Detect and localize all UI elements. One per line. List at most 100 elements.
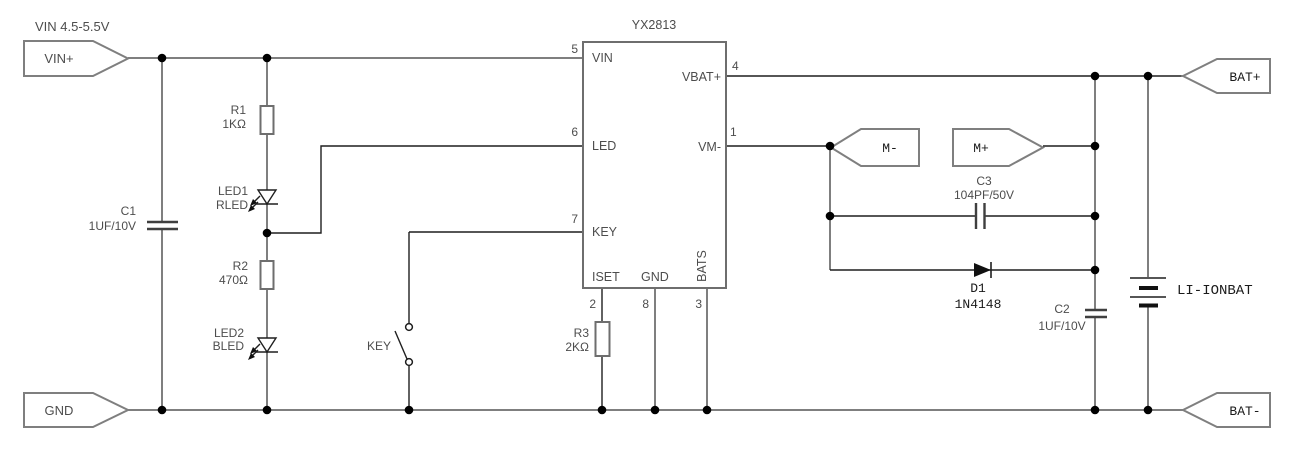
d1-triangle	[974, 263, 991, 277]
r1-ref: R1	[231, 103, 247, 117]
gnd-port-flag	[23, 392, 131, 428]
signal-wires	[267, 75, 1183, 410]
led1-triangle	[256, 189, 278, 206]
switch-terminal-top	[404, 322, 414, 332]
led1-ref: LED1	[218, 184, 248, 198]
junction-dot	[1090, 265, 1100, 275]
ic-pin5-label: VIN	[592, 51, 613, 65]
r3-value: 2KΩ	[565, 340, 589, 354]
junction-dot	[1090, 141, 1100, 151]
junction-dot	[825, 211, 835, 221]
port-bat-neg: BAT-	[1180, 392, 1271, 428]
c3-ref: C3	[976, 174, 992, 188]
junction-dot	[1143, 71, 1153, 81]
ic-pin7-label: KEY	[592, 225, 618, 239]
junction-dot	[157, 53, 167, 63]
port-gnd: GND	[23, 392, 131, 428]
c2-ref: C2	[1054, 302, 1070, 316]
resistor-r3: R3 2KΩ	[565, 321, 611, 357]
led1-arrow2-head	[248, 205, 255, 212]
diode-d1: D1 1N4148	[955, 262, 1002, 312]
ic-pin3-number: 3	[695, 297, 702, 311]
ic-pin5-number: 5	[571, 42, 578, 56]
c1-ref: C1	[121, 204, 137, 218]
junction-dot	[597, 405, 607, 415]
junction-dots	[157, 53, 1153, 415]
r2-value: 470Ω	[219, 273, 248, 287]
r2-body	[259, 260, 275, 290]
ic-pin1-label: VM-	[698, 140, 721, 154]
motor-pos-label: M+	[973, 141, 989, 156]
ic-pin1-number: 1	[730, 125, 737, 139]
junction-dot	[1090, 211, 1100, 221]
resistor-r1: R1 1KΩ	[222, 103, 275, 135]
led2-value: BLED	[213, 339, 245, 353]
led1-arrow1-head	[250, 199, 257, 206]
port-motor-neg: M-	[829, 128, 920, 167]
junction-dot	[1090, 405, 1100, 415]
junction-dot	[1143, 405, 1153, 415]
junction-dot	[262, 53, 272, 63]
led1: LED1 RLED	[216, 184, 278, 212]
ic-pin4-label: VBAT+	[682, 70, 721, 84]
ic-name: YX2813	[632, 18, 677, 32]
r3-body	[594, 321, 611, 357]
key-switch: KEY	[367, 322, 414, 367]
d1-value: 1N4148	[955, 297, 1002, 312]
junction-dot	[157, 405, 167, 415]
resistor-r2: R2 470Ω	[219, 259, 275, 290]
ic-pin8-number: 8	[642, 297, 649, 311]
wire-led-pin6	[267, 145, 583, 234]
r1-body	[259, 105, 275, 135]
motor-pos-flag	[952, 128, 1046, 167]
bat-neg-flag	[1180, 392, 1271, 428]
ic-pin2-label: ISET	[592, 270, 620, 284]
ic-pin3-label: BATS	[695, 250, 709, 282]
ic-pin2-number: 2	[589, 297, 596, 311]
ic-body	[582, 41, 727, 289]
switch-lever	[394, 330, 408, 360]
led2-triangle	[256, 337, 278, 354]
ic-pin7-number: 7	[571, 212, 578, 226]
capacitor-c1: C1 1UF/10V	[89, 204, 178, 233]
key-label: KEY	[367, 339, 391, 353]
vin-port-flag	[23, 40, 131, 77]
port-bat-pos: BAT+	[1180, 58, 1271, 94]
bat-pos-flag	[1180, 58, 1271, 94]
ic-pin6-number: 6	[571, 125, 578, 139]
gnd-port-label: GND	[45, 403, 74, 418]
motor-neg-label: M-	[882, 141, 898, 156]
junction-dot	[702, 405, 712, 415]
led2-arrow2-head	[248, 353, 255, 360]
port-motor-pos: M+	[952, 128, 1046, 167]
junction-dot	[1090, 71, 1100, 81]
led2-ref: LED2	[214, 326, 244, 340]
led1-value: RLED	[216, 198, 248, 212]
switch-terminal-bottom	[404, 357, 414, 367]
capacitor-c3: C3 104PF/50V	[954, 174, 1014, 229]
junction-dot	[650, 405, 660, 415]
c2-value: 1UF/10V	[1038, 319, 1085, 333]
d1-ref: D1	[970, 281, 986, 296]
bat-pos-label: BAT+	[1229, 70, 1260, 85]
junction-dot	[825, 141, 835, 151]
r2-ref: R2	[233, 259, 249, 273]
bat-neg-label: BAT-	[1229, 404, 1260, 419]
led2: LED2 BLED	[213, 326, 278, 360]
battery-label: LI-IONBAT	[1177, 283, 1253, 299]
vin-port-label: VIN+	[44, 51, 73, 66]
ic-pin6-label: LED	[592, 139, 616, 153]
vin-voltage-note: VIN 4.5-5.5V	[35, 19, 110, 34]
ic-pin8-label: GND	[641, 270, 669, 284]
capacitor-c2: C2 1UF/10V	[1038, 302, 1107, 333]
junction-dot	[404, 405, 414, 415]
c1-value: 1UF/10V	[89, 219, 136, 233]
ic-yx2813: YX2813 5 VIN 6 LED 7 KEY 4 VBAT+ 1 VM- 2…	[571, 18, 739, 311]
r1-value: 1KΩ	[222, 117, 246, 131]
port-vin: VIN 4.5-5.5V VIN+	[23, 19, 131, 77]
led2-arrow1-head	[250, 347, 257, 354]
battery-li-ion: LI-IONBAT	[1130, 277, 1253, 308]
junction-dot	[262, 228, 272, 238]
